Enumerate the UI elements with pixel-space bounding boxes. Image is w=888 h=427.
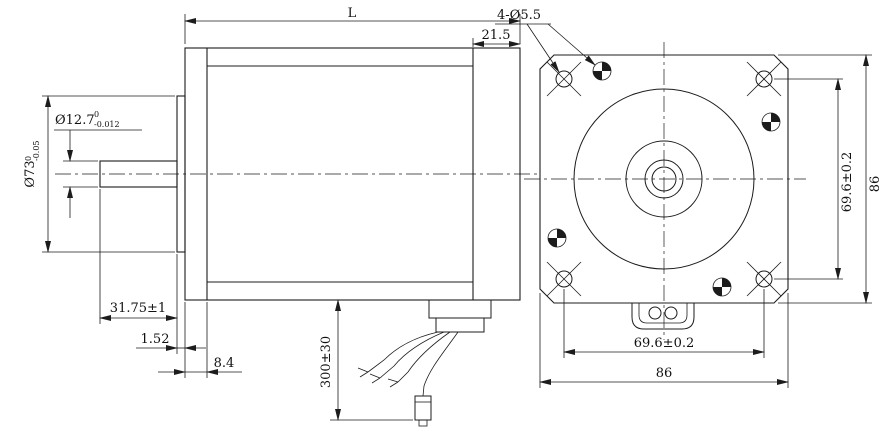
shaft-diameter-label: Ø12.7 — [55, 113, 95, 128]
wire-fray — [357, 367, 369, 378]
terminal-block-inner — [435, 317, 485, 333]
lead-wire — [397, 331, 451, 383]
bolt-spacing-vertical-label: 69.6±0.2 — [840, 152, 855, 213]
frame-outline — [539, 54, 789, 304]
datum-target-bottom — [712, 277, 732, 297]
flange-thickness-label: 8.4 — [214, 356, 235, 371]
cable-connector — [414, 395, 432, 421]
bolt-spacing-horizontal-label: 69.6±0.2 — [634, 336, 695, 351]
dim-rear-cap-label: 21.5 — [482, 28, 511, 43]
lead-wire-long — [422, 331, 459, 397]
leader-line — [526, 23, 560, 73]
dimension-shaft-diameter: Ø12.7 0 -0.012 — [54, 110, 142, 218]
cable-connector-tip — [418, 419, 428, 427]
mounting-hole-bottom-left — [546, 261, 582, 297]
dimension-length: L — [184, 6, 521, 44]
dimension-flange-thickness: 8.4 — [158, 302, 242, 378]
shaft-length-label: 31.75±1 — [110, 301, 166, 316]
dimension-shaft-length: 31.75±1 — [99, 189, 178, 354]
dimension-cable-length: 300±30 — [319, 299, 413, 421]
mounting-holes-label: 4-Ø5.5 — [497, 8, 541, 23]
mounting-hole-top-right — [746, 61, 782, 97]
pilot-tolerance-upper: 0 — [24, 156, 33, 161]
cable-assembly — [357, 299, 492, 427]
dimension-pilot-depth: 1.52 — [136, 302, 206, 378]
datum-target-top — [592, 61, 612, 81]
dimension-frame-height: 86 — [778, 54, 883, 304]
dimension-bolt-spacing-vertical: 69.6±0.2 — [774, 78, 855, 280]
front-connector — [631, 303, 695, 330]
dim-length-label: L — [348, 6, 357, 21]
leader-line — [547, 23, 596, 66]
shaft-tolerance-lower: -0.012 — [94, 120, 120, 129]
dimension-frame-width: 86 — [539, 293, 789, 388]
face-circles — [573, 88, 755, 270]
lead-wire — [367, 331, 439, 373]
cable-length-label: 300±30 — [319, 336, 334, 388]
front-view: 4-Ø5.5 69.6±0.2 86 69.6±0.2 — [495, 8, 883, 388]
pilot-tolerance-lower: -0.05 — [32, 140, 41, 161]
shaft-tolerance-upper: 0 — [94, 110, 99, 119]
wire-fray — [369, 373, 381, 384]
mounting-hole-bottom-right — [746, 261, 782, 297]
dimension-bolt-spacing-horizontal: 69.6±0.2 — [563, 289, 765, 358]
wire-fray — [387, 378, 399, 388]
datum-target-right — [761, 112, 781, 132]
frame-height-label: 86 — [868, 176, 883, 193]
motor-body-outline — [184, 47, 521, 301]
dimension-pilot-diameter: Ø73 0 -0.05 — [23, 95, 175, 253]
pilot-diameter-label: Ø73 — [23, 160, 38, 187]
dimension-mounting-holes: 4-Ø5.5 — [495, 8, 596, 73]
lead-wire — [379, 331, 445, 379]
pilot-boss-outline — [176, 95, 186, 253]
datum-target-left — [547, 228, 567, 248]
side-view: L 21.5 Ø12.7 0 -0.012 Ø73 0 -0.05 — [23, 6, 538, 427]
dimension-rear-cap: 21.5 — [472, 28, 521, 47]
mounting-hole-top-left — [546, 61, 582, 97]
pilot-depth-label: 1.52 — [141, 332, 170, 347]
frame-width-label: 86 — [656, 366, 673, 381]
terminal-block — [428, 299, 492, 319]
